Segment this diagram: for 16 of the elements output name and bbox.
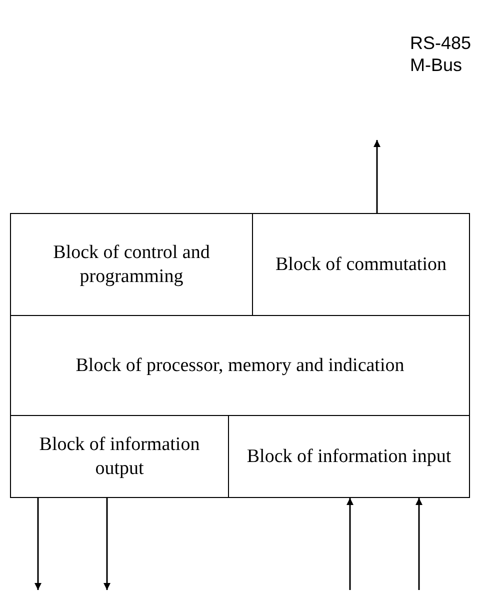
- commutation-block: [252, 213, 470, 316]
- arrow: [34, 498, 42, 590]
- input-block: [228, 415, 470, 498]
- block-label: Block of control and programming: [52, 240, 211, 288]
- arrow: [346, 498, 354, 590]
- edge-label: RS-485 M-Bus: [410, 32, 472, 76]
- output-block: [10, 415, 229, 498]
- block-label: Block of information input: [246, 444, 452, 468]
- block-label: Block of information output: [38, 432, 201, 480]
- block-label: Block of processor, memory and indication: [74, 354, 406, 378]
- control-block: [10, 213, 253, 316]
- arrow: [374, 140, 380, 213]
- processor-block: [10, 315, 470, 416]
- arrow: [104, 498, 110, 590]
- arrow: [416, 498, 422, 590]
- block-label: Block of commutation: [274, 252, 448, 276]
